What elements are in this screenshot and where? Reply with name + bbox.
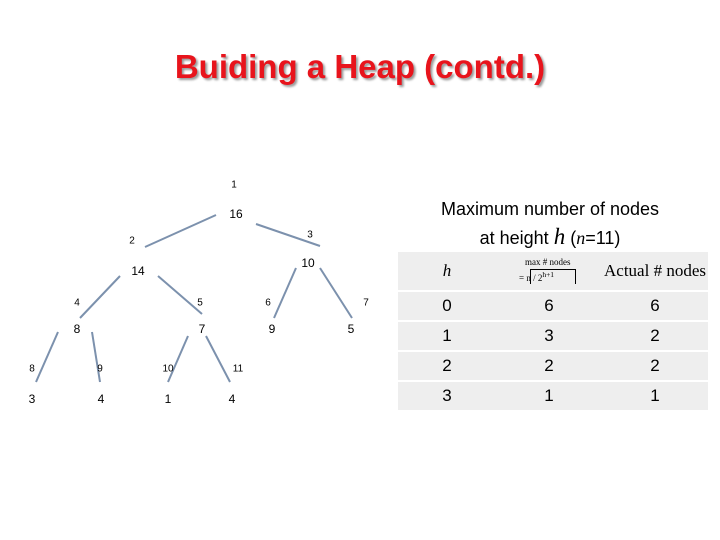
caption-prefix: at height [479, 228, 549, 248]
node-value: 10 [301, 256, 315, 270]
formula-exponent: h+1 [542, 270, 555, 279]
node-value: 1 [165, 392, 172, 406]
tree-edge [319, 267, 353, 319]
tree-edge [273, 267, 297, 319]
cell-h: 0 [398, 292, 496, 320]
max-nodes-formula: max # nodes = n / 2h+1 [519, 257, 579, 285]
caption-n-value: =11) [585, 228, 621, 248]
node-index-label: 2 [129, 236, 135, 247]
cell-actual: 1 [602, 382, 708, 410]
node-value: 14 [131, 264, 145, 278]
node-index-label: 3 [307, 230, 313, 241]
table-row: 0 6 6 [398, 292, 708, 320]
node-value: 9 [269, 322, 276, 336]
node-index-label: 9 [97, 364, 103, 375]
cell-h: 2 [398, 352, 496, 380]
tree-edge [35, 331, 59, 383]
tree-edge [255, 223, 321, 247]
node-index-label: 1 [231, 180, 237, 191]
table-row: 1 3 2 [398, 322, 708, 350]
caption-n-symbol: n [576, 228, 586, 248]
tree-edge [167, 335, 189, 383]
caption-h-symbol: h [553, 224, 566, 249]
node-index-label: 8 [29, 364, 35, 375]
cell-h: 1 [398, 322, 496, 350]
height-table: h max # nodes = n / 2h+1 Actual # nodes … [398, 250, 708, 412]
page-title: Buiding a Heap (contd.) [174, 48, 546, 85]
node-index-label: 11 [233, 364, 244, 375]
formula-denominator: = n / 2 [519, 273, 543, 283]
node-value: 8 [74, 322, 81, 336]
caption-line-2: at height h (n=11) [405, 223, 695, 252]
table-row: 3 1 1 [398, 382, 708, 410]
ceiling-bracket [530, 269, 576, 284]
cell-actual: 6 [602, 292, 708, 320]
header-actual: Actual # nodes [602, 252, 708, 290]
node-value: 5 [348, 322, 355, 336]
tree-edge [205, 335, 231, 383]
tree-edge [79, 275, 121, 319]
cell-actual: 2 [602, 322, 708, 350]
node-index-label: 5 [197, 298, 203, 309]
header-max-formula: max # nodes = n / 2h+1 [496, 252, 602, 290]
cell-actual: 2 [602, 352, 708, 380]
node-index-label: 10 [162, 364, 174, 375]
node-index-label: 7 [363, 298, 369, 309]
cell-max: 3 [496, 322, 602, 350]
formula-bottom: = n / 2h+1 [519, 270, 554, 283]
tree-edge [157, 275, 203, 315]
node-value: 4 [98, 392, 105, 406]
caption-line-1: Maximum number of nodes [440, 199, 660, 219]
node-index-label: 6 [265, 298, 271, 309]
caption-open-paren: ( [565, 228, 577, 248]
caption: Maximum number of nodes at height h (n=1… [405, 196, 695, 252]
formula-top: max # nodes [525, 257, 571, 267]
cell-max: 6 [496, 292, 602, 320]
cell-max: 1 [496, 382, 602, 410]
node-value: 7 [199, 322, 206, 336]
tree-edge [144, 214, 217, 248]
node-index-label: 4 [74, 298, 80, 309]
cell-max: 2 [496, 352, 602, 380]
table-row: 2 2 2 [398, 352, 708, 380]
node-value: 4 [229, 392, 236, 406]
table-header-row: h max # nodes = n / 2h+1 Actual # nodes [398, 252, 708, 290]
header-h: h [398, 252, 496, 290]
node-value: 3 [29, 392, 36, 406]
node-value: 16 [229, 207, 243, 221]
cell-h: 3 [398, 382, 496, 410]
tree-edge [91, 331, 101, 383]
